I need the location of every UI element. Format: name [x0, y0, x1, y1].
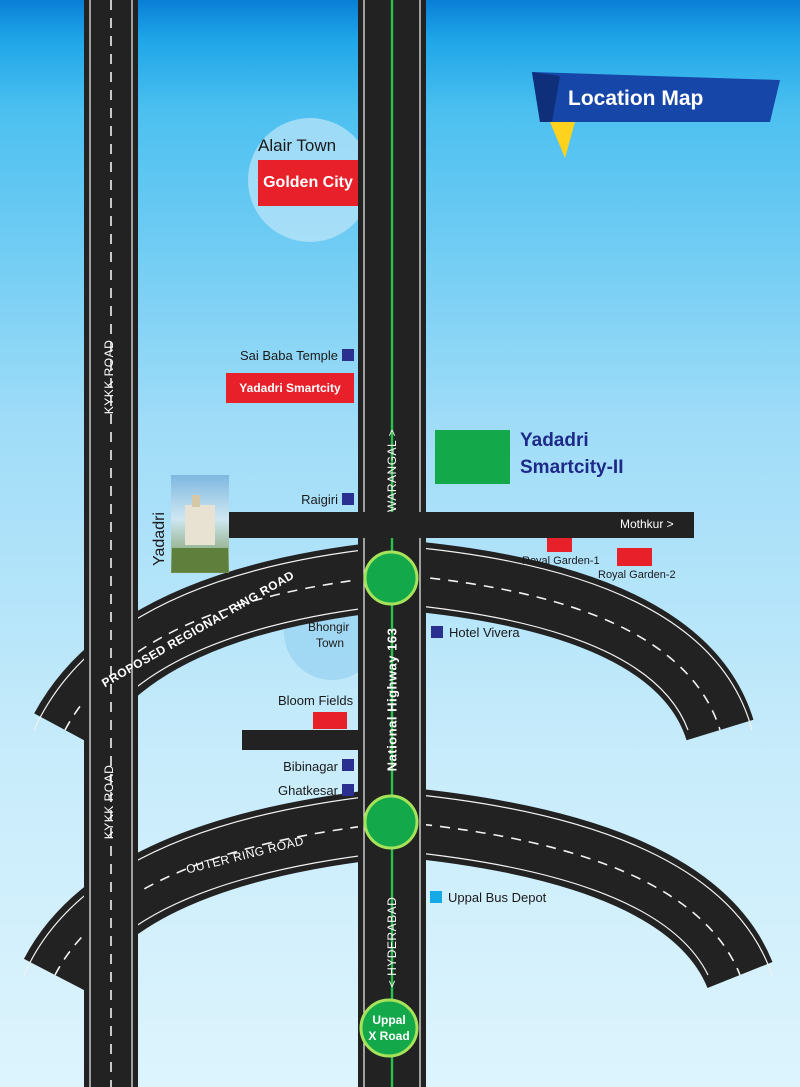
- sai-baba-temple-marker: [342, 349, 354, 361]
- raigiri-marker: [342, 493, 354, 505]
- warangal-label: WARANGAL >: [385, 428, 399, 512]
- mothkur-road: [228, 512, 694, 538]
- bloom-fields-label: Bloom Fields: [278, 693, 354, 708]
- uppal-x-road-label-line1: Uppal: [372, 1013, 406, 1027]
- bhongir-town-label-line1: Bhongir: [308, 620, 350, 634]
- banner-title: Location Map: [568, 87, 704, 110]
- ghatkesar-label: Ghatkesar: [278, 783, 338, 798]
- yadadri-smartcity-2-label-line1: Yadadri: [520, 430, 589, 451]
- hotel-vivera-label: Hotel Vivera: [449, 625, 520, 640]
- uppal-x-road-circle: [359, 998, 419, 1058]
- mothkur-label: Mothkur >: [620, 517, 674, 531]
- bibinagar-label: Bibinagar: [283, 759, 338, 774]
- bloom-fields-road: [242, 730, 358, 750]
- raigiri-label: Raigiri: [301, 492, 338, 507]
- national-highway-road: [358, 0, 426, 1087]
- title-banner: [532, 72, 780, 158]
- yadadri-temple-photo: [171, 475, 229, 573]
- royal-garden-1-marker: [547, 538, 572, 552]
- yadadri-label: Yadadri: [151, 512, 168, 566]
- kykk-road-lower-label: KYKK ROAD: [102, 764, 116, 840]
- bhongir-town-label-line2: Town: [316, 636, 345, 650]
- uppal-bus-depot-marker: [430, 891, 442, 903]
- royal-garden-2-marker: [617, 548, 652, 566]
- bibinagar-marker: [342, 759, 354, 771]
- outer-ring-junction: [363, 794, 419, 850]
- hotel-vivera-marker: [431, 626, 443, 638]
- ghatkesar-marker: [342, 784, 354, 796]
- yadadri-smartcity-2-block: [435, 430, 510, 484]
- kykk-road-upper-label: KYKK ROAD: [102, 339, 116, 415]
- hyderabad-label: < HYDERABAD: [385, 896, 399, 988]
- yadadri-smartcity-2-label-line2: Smartcity-II: [520, 457, 624, 478]
- bloom-fields-marker: [313, 712, 347, 729]
- yadadri-smartcity-marker: Yadadri Smartcity: [226, 373, 354, 403]
- royal-garden-2-label: Royal Garden-2: [598, 569, 676, 581]
- alair-town-label: Alair Town: [258, 136, 337, 155]
- national-highway-label: National Highway 163: [384, 627, 400, 772]
- kykk-road: [84, 0, 138, 1087]
- uppal-bus-depot-label: Uppal Bus Depot: [448, 890, 547, 905]
- regional-ring-junction: [363, 550, 419, 606]
- sai-baba-temple-label: Sai Baba Temple: [239, 348, 338, 363]
- golden-city-marker: Golden City: [258, 160, 358, 206]
- uppal-x-road-label-line2: X Road: [368, 1029, 410, 1043]
- royal-garden-1-label: Royal Garden-1: [522, 555, 600, 567]
